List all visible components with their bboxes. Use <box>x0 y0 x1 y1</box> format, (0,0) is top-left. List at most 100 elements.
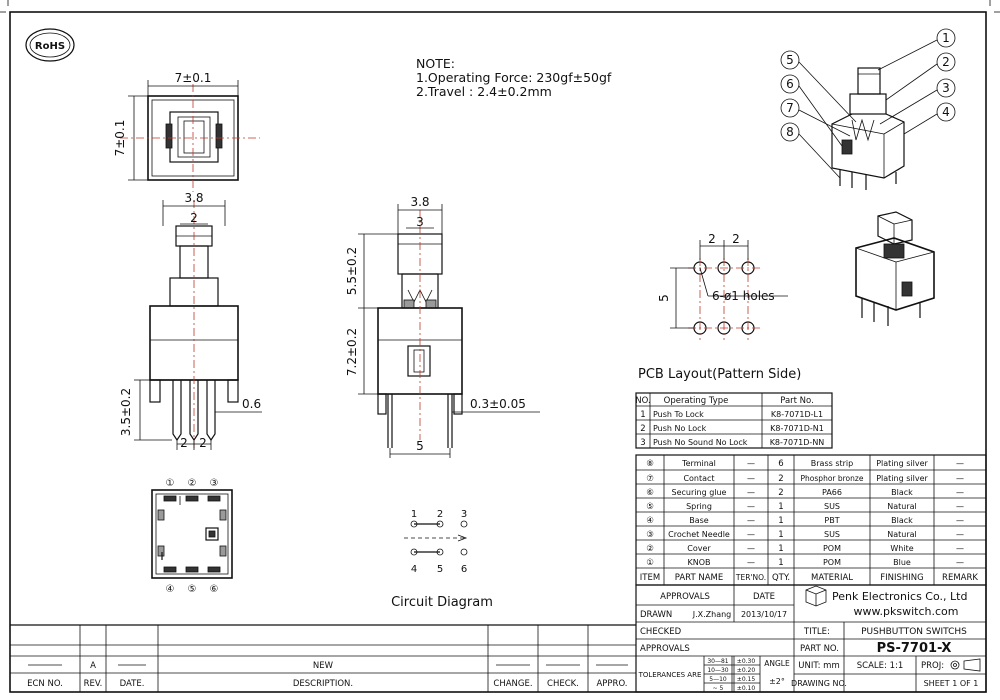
bom-row-2-ter: — <box>747 474 755 483</box>
assembled-iso-view <box>855 211 935 326</box>
bom-row-2-finish: Plating silver <box>876 474 928 483</box>
bom-row-6-name: Crochet Needle <box>668 530 730 539</box>
tb-website: www.pkswitch.com <box>854 605 959 618</box>
circuit-diagram: 1 2 3 4 5 6 Circuit Diagram <box>391 509 493 610</box>
tb-tol-range-4: ~ 5 <box>713 685 724 692</box>
callout-1: 1 <box>942 31 950 45</box>
title-block: APPROVALS DATE DRAWN J.X.Zhang 2013/10/1… <box>635 584 987 693</box>
bom-table: ⑧ Terminal — 6 Brass strip Plating silve… <box>635 454 987 586</box>
side-view: 3.8 3 5.5±0.2 7.2±0.2 0.3±0.05 5 <box>345 195 540 458</box>
circuit-label-4: 4 <box>411 564 417 575</box>
company-logo-icon <box>805 585 827 607</box>
callout-2: 2 <box>942 55 950 69</box>
bom-row-6-finish: Natural <box>887 530 917 539</box>
tb-title: PUSHBUTTON SWITCHS <box>861 627 967 637</box>
bom-row-3-ter: — <box>747 488 755 497</box>
circuit-label-2: 2 <box>437 509 443 520</box>
bom-row-4-qty: 1 <box>778 502 783 512</box>
bom-row-2-name: Contact <box>683 474 714 483</box>
bom-row-6-remark: — <box>956 530 964 539</box>
table-row: ① KNOB — 1 POM Blue — <box>646 558 964 568</box>
circuit-label-3: 3 <box>461 509 467 520</box>
type-row-1-type: Push To Lock <box>653 410 704 419</box>
bom-row-5-item: ④ <box>646 516 654 526</box>
tb-tol-val-3: ±0.15 <box>737 676 756 683</box>
side-h-upper-dim: 5.5±0.2 <box>345 247 359 295</box>
bom-row-3-name: Securing glue <box>672 488 727 497</box>
tb-angle-val: ±2° <box>769 677 785 686</box>
bottom-view: ① ② ③ ④ ⑤ ⑥ <box>151 478 233 595</box>
table-row: ③ Crochet Needle — 1 SUS Natural — <box>646 530 964 540</box>
iso-callouts: 1 2 3 4 5 6 7 8 <box>780 28 956 179</box>
bom-row-5-qty: 1 <box>778 516 783 526</box>
tb-part-lbl: PART NO. <box>800 644 839 654</box>
front-lead-thk-dim: 0.6 <box>242 397 261 411</box>
bom-row-1-ter: — <box>747 459 755 468</box>
callout-7: 7 <box>786 101 794 115</box>
front-knob-dim: 2 <box>190 211 198 225</box>
side-h-lower-dim: 7.2±0.2 <box>345 328 359 376</box>
bottom-pin-4: ④ <box>166 584 175 595</box>
bom-row-7-name: Cover <box>687 544 711 553</box>
tb-drawn-date: 2013/10/17 <box>741 610 787 619</box>
callout-5: 5 <box>786 53 794 67</box>
bom-row-2-qty: 2 <box>778 474 783 484</box>
circuit-label-1: 1 <box>411 509 417 520</box>
tb-checked-lbl: CHECKED <box>640 627 682 637</box>
bom-row-4-item: ⑤ <box>646 502 654 512</box>
rev-hdr-change: CHANGE. <box>493 679 532 689</box>
bom-grid <box>636 455 986 585</box>
bom-row-5-ter: — <box>747 516 755 525</box>
bom-hdr-material: MATERIAL <box>811 573 853 583</box>
note-title: NOTE: <box>416 56 455 71</box>
side-knob-dim: 3 <box>416 215 424 229</box>
type-row-2-type: Push No Lock <box>653 424 707 433</box>
tb-tolerances-lbl: TOLERANCES ARE <box>638 671 702 679</box>
rohs-logo: RoHS <box>25 28 75 62</box>
rev-hdr-appro: APPRO. <box>596 679 627 689</box>
bom-row-7-finish: White <box>890 544 913 553</box>
rev-hdr-check: CHECK. <box>547 679 579 689</box>
rohs-text: RoHS <box>35 41 65 52</box>
bom-row-6-item: ③ <box>646 530 654 540</box>
bottom-pin-5: ⑤ <box>188 584 197 595</box>
rev-value: A <box>90 661 96 671</box>
circuit-title: Circuit Diagram <box>391 595 493 610</box>
type-hdr-part: Part No. <box>780 396 814 406</box>
table-row: 1 Push To Lock K8-7071D-L1 <box>640 410 823 420</box>
bom-hdr-qty: QTY. <box>772 573 790 583</box>
pcb-pitch-b: 2 <box>732 232 740 246</box>
tb-approvals-hdr: APPROVALS <box>660 592 710 602</box>
type-row-1-no: 1 <box>640 410 645 420</box>
bom-row-2-remark: — <box>956 474 964 483</box>
type-row-3-no: 3 <box>640 438 645 448</box>
circuit-label-5: 5 <box>437 564 443 575</box>
bom-row-4-finish: Natural <box>887 502 917 511</box>
tb-approvals-lbl: APPROVALS <box>640 644 690 654</box>
table-row: ⑧ Terminal — 6 Brass strip Plating silve… <box>646 459 964 469</box>
bom-row-8-finish: Blue <box>893 558 911 567</box>
tb-proj: PROJ: <box>921 661 944 671</box>
bom-row-4-ter: — <box>747 502 755 511</box>
bom-row-8-item: ① <box>646 558 654 568</box>
tb-drawn-by: J.X.Zhang <box>692 610 732 619</box>
bom-row-6-ter: — <box>747 530 755 539</box>
bom-row-1-remark: — <box>956 459 964 468</box>
callout-4: 4 <box>942 105 950 119</box>
side-body-dim: 3.8 <box>410 195 429 209</box>
bom-hdr-item: ITEM <box>640 573 660 583</box>
tb-tol-range-3: 5—10 <box>709 676 727 683</box>
pcb-row-dim: 5 <box>657 294 671 302</box>
rev-hdr-date: DATE. <box>120 679 145 689</box>
type-row-3-type: Push No Sound No Lock <box>653 438 748 447</box>
tb-title-lbl: TITLE: <box>803 627 830 637</box>
bom-row-8-qty: 1 <box>778 558 783 568</box>
front-pitch-b: 2 <box>199 436 207 450</box>
bom-row-1-qty: 6 <box>778 459 783 469</box>
table-row: 3 Push No Sound No Lock K8-7071D-NN <box>640 438 824 448</box>
bom-row-1-name: Terminal <box>681 459 716 468</box>
bom-row-3-material: PA66 <box>822 488 842 497</box>
pcb-holes-dim: 6-ø1 holes <box>712 289 775 303</box>
rev-desc: NEW <box>313 661 334 671</box>
type-hdr-no: NO. <box>635 396 650 406</box>
